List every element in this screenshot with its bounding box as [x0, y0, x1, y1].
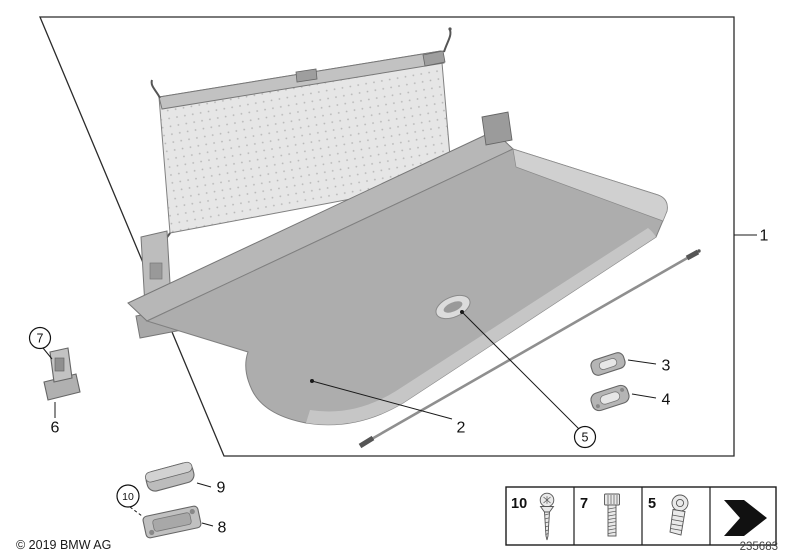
fastener-cell-7[interactable]: 7: [580, 493, 620, 537]
part-4-guide-bracket[interactable]: [589, 384, 631, 413]
callout-1[interactable]: 1: [760, 228, 769, 245]
callout-10[interactable]: 10: [116, 484, 140, 508]
callout-9[interactable]: 9: [217, 480, 226, 497]
callout-4[interactable]: 4: [662, 392, 671, 409]
sheet-number: 235683: [740, 541, 778, 553]
copyright-text: © 2019 BMW AG: [16, 538, 111, 552]
fastener-table: 10 7: [505, 486, 777, 546]
svg-text:7: 7: [580, 496, 588, 512]
rod-end-left: [358, 435, 375, 449]
leader-8: [201, 522, 214, 527]
part-3-guide-bracket[interactable]: [589, 351, 626, 377]
leader-7: [42, 347, 53, 360]
countersunk-screw-icon: [539, 492, 555, 541]
leader-9: [196, 482, 212, 488]
cover-surface[interactable]: [145, 148, 668, 426]
cylinder-head-screw-icon: [604, 493, 620, 537]
pan-head-screw-icon: [669, 494, 689, 536]
net-rail-center-clip: [295, 68, 318, 83]
callout-3[interactable]: 3: [662, 358, 671, 375]
rod-end-right: [685, 249, 700, 261]
cover-rear-band: [512, 148, 668, 222]
part-6-mount-bracket[interactable]: [43, 347, 81, 401]
net-rail-end-clip: [422, 50, 446, 67]
cassette-end-bracket: [481, 111, 513, 146]
leader-5: [461, 311, 580, 430]
svg-text:5: 5: [648, 496, 656, 512]
callout-2[interactable]: 2: [457, 420, 466, 437]
leader-3: [627, 359, 657, 365]
cover-front-lip: [306, 228, 656, 425]
callout-5[interactable]: 5: [573, 425, 597, 449]
callout-8[interactable]: 8: [218, 520, 227, 537]
leader-2: [311, 380, 453, 420]
net-hook-right-icon: [443, 29, 452, 53]
svg-text:5: 5: [582, 430, 589, 444]
part-8-mount-plate[interactable]: [142, 505, 202, 539]
kit-arrow-icon: [724, 500, 767, 536]
svg-text:10: 10: [122, 491, 134, 503]
fastener-cell-10[interactable]: 10: [511, 492, 555, 541]
part-9-clip[interactable]: [144, 461, 196, 493]
callout-6[interactable]: 6: [51, 420, 60, 437]
pull-rod-part[interactable]: [358, 249, 701, 449]
svg-text:7: 7: [37, 331, 44, 345]
leader-4: [631, 393, 657, 399]
cargo-cover-assembly[interactable]: [127, 27, 701, 449]
callout-7[interactable]: 7: [28, 326, 52, 350]
fastener-cell-kit[interactable]: [724, 500, 767, 536]
rod-tip: [697, 249, 701, 253]
net-hook-tip: [448, 27, 452, 31]
svg-text:10: 10: [511, 496, 527, 512]
net-hook-left-icon: [150, 79, 161, 99]
leader-10: [129, 506, 143, 517]
fastener-cell-5[interactable]: 5: [648, 494, 689, 536]
